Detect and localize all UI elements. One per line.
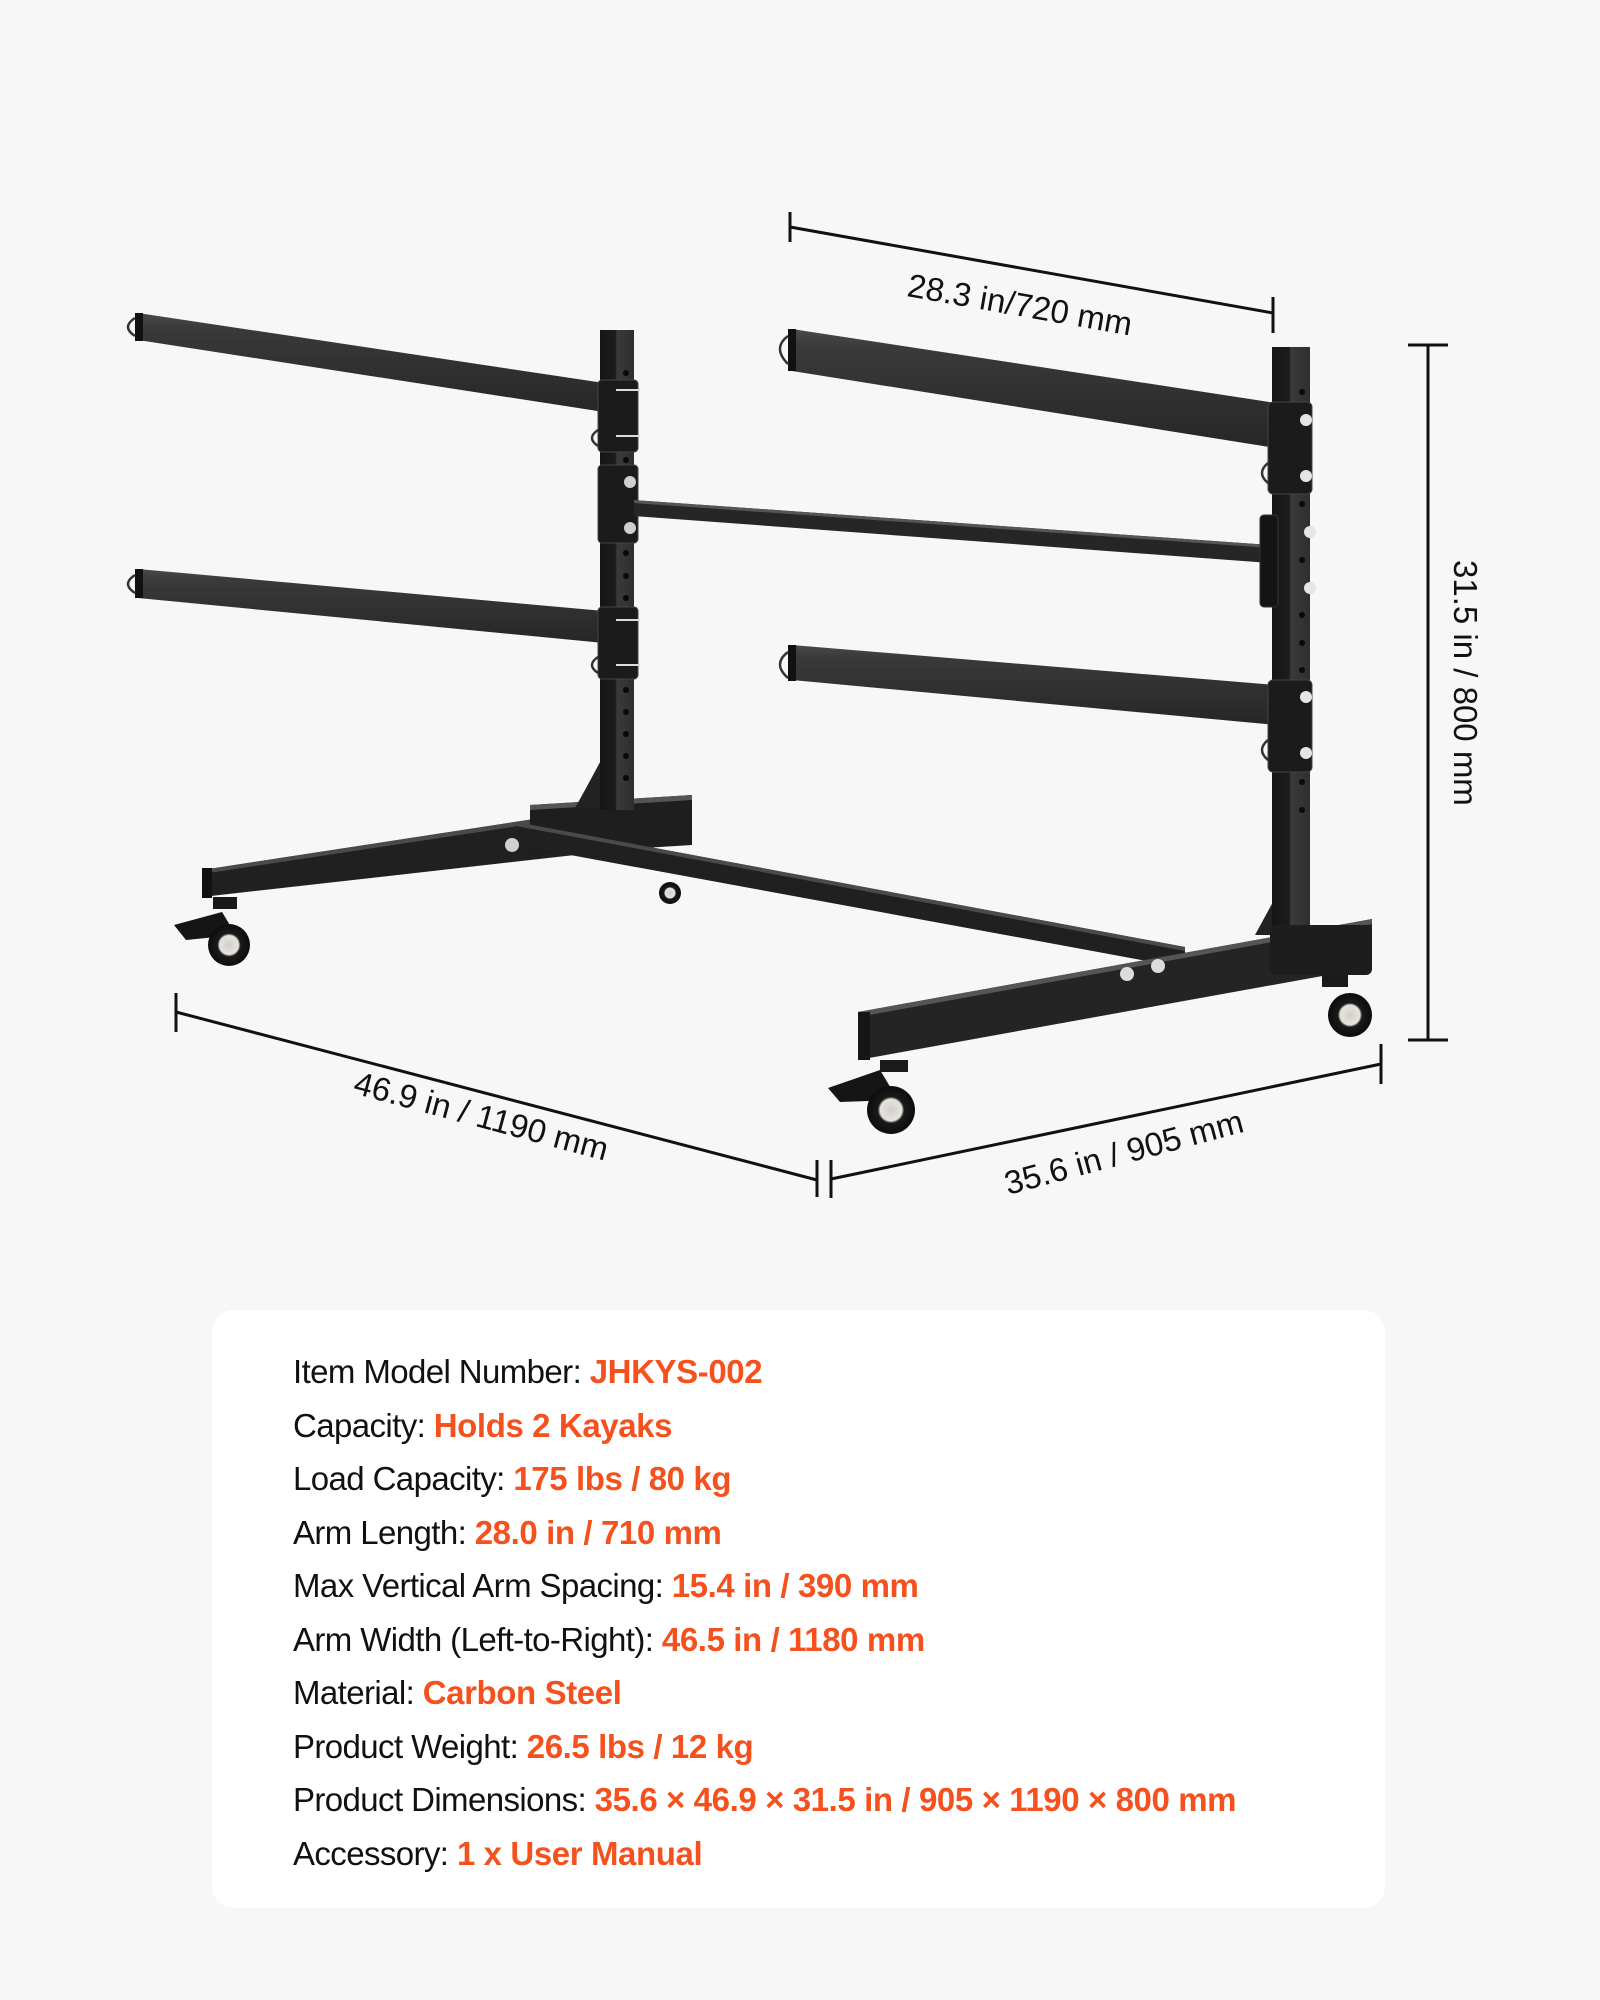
dimension-label-height: 31.5 in / 800 mm [1447,560,1484,806]
dimension-height [1408,343,1448,1042]
spec-label: Load Capacity: [293,1460,514,1497]
spec-label: Product Weight: [293,1727,527,1765]
spec-row-capacity: Capacity: Holds 2 Kayaks [293,1399,1236,1453]
spec-value: 26.5 lbs / 12 kg [526,1727,754,1765]
spec-row-arm-length: Arm Length: 28.0 in / 710 mm [293,1506,1236,1560]
spec-value: Holds 2 Kayaks [433,1406,673,1444]
caster-wheel-icon [1322,975,1372,1037]
spec-label: Item Model Number: [293,1353,590,1390]
spec-row-arm-width: Arm Width (Left-to-Right): 46.5 in / 118… [293,1613,1236,1667]
spec-label: Arm Width (Left-to-Right): [293,1620,662,1658]
spec-value: 175 lbs / 80 kg [513,1460,732,1497]
dimension-length [174,993,819,1197]
specifications-card: Item Model Number: JHKYS-002 Capacity: H… [212,1310,1385,1908]
spec-label: Arm Length: [293,1513,475,1551]
spec-label: Max Vertical Arm Spacing: [293,1567,672,1604]
specifications-list: Item Model Number: JHKYS-002 Capacity: H… [293,1345,1237,1881]
lock-pin-icon [616,389,640,666]
knob-icon [1300,414,1316,759]
spec-label: Accessory: [293,1834,457,1872]
spec-row-max-vertical-arm-spacing: Max Vertical Arm Spacing: 15.4 in / 390 … [293,1559,1236,1613]
spec-row-material: Material: Carbon Steel [293,1666,1236,1720]
dimension-label-arm-span: 28.3 in/720 mm [905,266,1135,342]
spec-value: 46.5 in / 1180 mm [661,1620,925,1658]
spec-row-model-number: Item Model Number: JHKYS-002 [293,1345,1236,1399]
spec-label: Capacity: [293,1406,434,1444]
spec-row-product-weight: Product Weight: 26.5 lbs / 12 kg [293,1720,1236,1774]
spec-row-load-capacity: Load Capacity: 175 lbs / 80 kg [293,1452,1236,1506]
spec-label: Material: [293,1674,423,1711]
product-dimension-diagram: 28.3 in/720 mm 31.5 in / 800 mm 46.9 in … [126,212,1484,1202]
spec-value: Carbon Steel [422,1674,622,1711]
kayak-rack-illustration [126,313,1372,1134]
spec-value: 28.0 in / 710 mm [474,1513,722,1551]
spec-value: 15.4 in / 390 mm [671,1567,919,1604]
spec-row-product-dimensions: Product Dimensions: 35.6 × 46.9 × 31.5 i… [293,1773,1237,1827]
spec-row-accessory: Accessory: 1 x User Manual [293,1827,1236,1881]
spec-label: Product Dimensions: [293,1781,595,1818]
dimension-arm-span [788,212,1275,333]
caster-wheel-icon [174,897,250,966]
spec-value: 1 x User Manual [456,1834,703,1872]
dimension-width [829,1044,1383,1198]
caster-wheel-icon [828,1060,915,1134]
spec-value: 35.6 × 46.9 × 31.5 in / 905 × 1190 × 800… [594,1781,1237,1818]
spec-value: JHKYS-002 [589,1353,763,1390]
